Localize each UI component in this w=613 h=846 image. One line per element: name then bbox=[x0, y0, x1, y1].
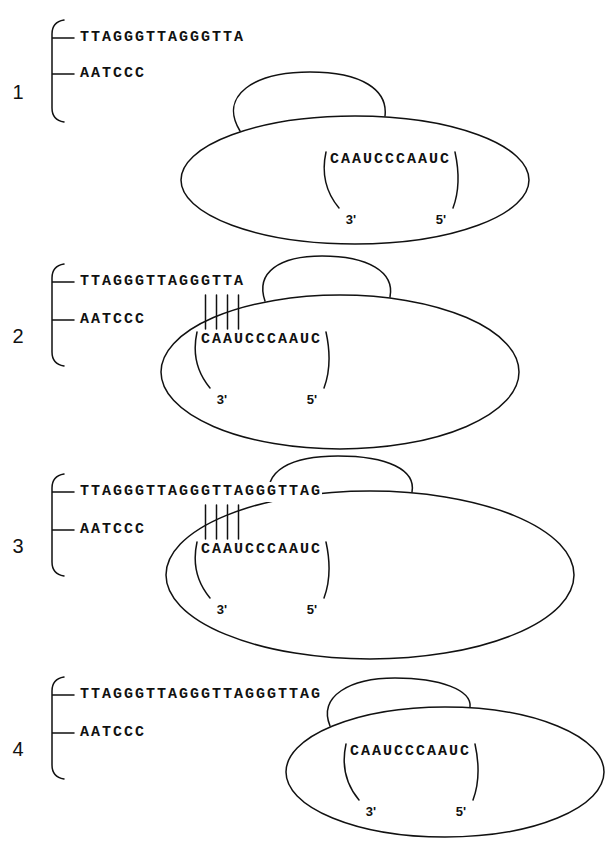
dna-strand: TTAGGGTTAGGGTTAGGGTTAG bbox=[80, 482, 322, 502]
dna-strand: AATCCC bbox=[80, 520, 146, 540]
telomerase-enzyme: CAAUCCCAAUC 3' 5' bbox=[180, 115, 530, 245]
strand-end-label: 5' bbox=[307, 392, 317, 408]
enzyme-outline bbox=[166, 491, 574, 659]
step-number: 4 bbox=[10, 737, 25, 761]
strand-end-label: 3' bbox=[217, 392, 227, 408]
telomerase-enzyme: CAAUCCCAAUC 3' 5' bbox=[165, 490, 575, 660]
protein-lobe bbox=[234, 72, 386, 131]
protein-lobe bbox=[327, 678, 470, 726]
enzyme-outline bbox=[160, 294, 520, 450]
step-number: 1 bbox=[10, 80, 25, 104]
rna-template: CAAUCCCAAUC bbox=[330, 150, 451, 170]
base-pair-ticks bbox=[206, 295, 239, 329]
enzyme-outline bbox=[285, 706, 605, 838]
dna-strand: TTAGGGTTAGGGTTA bbox=[80, 272, 245, 292]
dna-bracket bbox=[52, 264, 74, 366]
strand-end-label: 3' bbox=[366, 804, 376, 820]
enzyme-outline bbox=[181, 116, 529, 244]
dna-strand: TTAGGGTTAGGGTTAGGGTTAG bbox=[80, 685, 322, 705]
telomerase-enzyme: CAAUCCCAAUC 3' 5' bbox=[160, 294, 520, 450]
step-number: 3 bbox=[10, 534, 25, 558]
strand-end-label: 3' bbox=[217, 602, 227, 618]
strand-end-label: 3' bbox=[346, 212, 356, 228]
strand-end-label: 5' bbox=[436, 212, 446, 228]
dna-bracket bbox=[52, 20, 74, 779]
dna-strand: AATCCC bbox=[80, 310, 146, 330]
protein-lobe bbox=[234, 72, 471, 726]
enzyme-outline bbox=[161, 295, 519, 449]
enzyme-outline bbox=[286, 707, 604, 837]
step-number: 2 bbox=[10, 324, 25, 348]
dna-strand: AATCCC bbox=[80, 64, 146, 84]
enzyme-outline bbox=[165, 490, 575, 660]
protein-lobe bbox=[263, 256, 391, 301]
rna-template: CAAUCCCAAUC bbox=[201, 330, 322, 350]
dna-strand: TTAGGGTTAGGGTTA bbox=[80, 28, 245, 48]
dna-bracket bbox=[52, 474, 74, 576]
telomerase-enzyme: CAAUCCCAAUC 3' 5' bbox=[285, 706, 605, 838]
dna-strand: AATCCC bbox=[80, 723, 146, 743]
dna-bracket bbox=[52, 20, 74, 122]
rna-template: CAAUCCCAAUC bbox=[201, 540, 322, 560]
dna-bracket bbox=[52, 677, 74, 779]
strand-end-label: 5' bbox=[456, 804, 466, 820]
rna-template: CAAUCCCAAUC bbox=[350, 742, 471, 762]
strand-end-label: 5' bbox=[307, 602, 317, 618]
